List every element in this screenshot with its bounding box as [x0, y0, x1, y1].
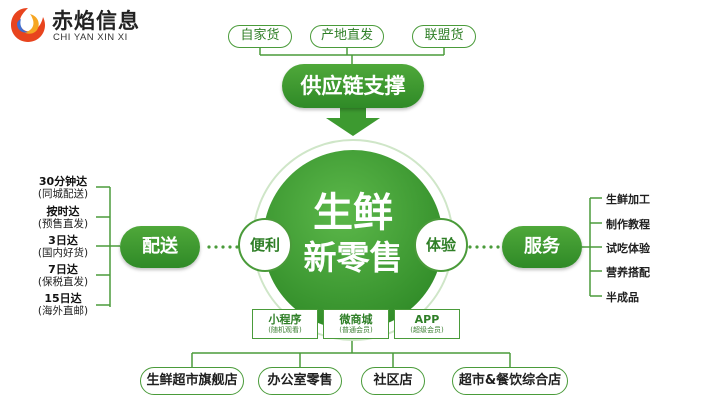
delivery-item-main: 30分钟达 [38, 175, 88, 188]
source-own-goods: 自家货 [228, 25, 292, 48]
service-item: 试吃体验 [606, 242, 650, 255]
delivery-item-main: 15日达 [44, 292, 82, 305]
channel-mini-program: 小程序 (随机观看) [252, 309, 318, 339]
source-alliance-goods: 联盟货 [412, 25, 476, 48]
channel-title: 小程序 [268, 313, 302, 326]
delivery-item-sub: (海外直邮) [37, 305, 89, 317]
store-supermarket-dining: 超市&餐饮综合店 [452, 367, 568, 395]
store-flagship: 生鲜超市旗舰店 [140, 367, 244, 395]
service-item: 生鲜加工 [606, 193, 650, 206]
delivery-item-main: 按时达 [46, 205, 80, 218]
delivery-item-sub: (国内好货) [37, 247, 89, 259]
channel-sub: (随机观看) [268, 326, 302, 334]
center-title-line1: 生鲜 [313, 190, 393, 236]
channel-sub: (普通会员) [339, 326, 373, 334]
channel-title: 微商城 [339, 313, 373, 326]
delivery-hub: 配送 [120, 226, 200, 268]
convenience-circle: 便利 [238, 218, 292, 272]
delivery-item-main: 7日达 [48, 263, 78, 276]
logo-subtitle: CHI YAN XIN XI [53, 32, 128, 43]
service-item: 营养搭配 [606, 266, 650, 279]
delivery-item-sub: (保税直发) [37, 276, 89, 288]
flame-logo-icon [8, 5, 48, 45]
logo-name: 赤焰信息 [52, 9, 140, 33]
delivery-item-sub: (预售直发) [37, 218, 89, 230]
store-community: 社区店 [361, 367, 425, 395]
delivery-item-main: 3日达 [48, 234, 78, 247]
experience-circle: 体验 [414, 218, 468, 272]
service-hub: 服务 [502, 226, 582, 268]
channel-app: APP (超级会员) [394, 309, 460, 339]
channel-micro-mall: 微商城 (普通会员) [323, 309, 389, 339]
channel-sub: (超级会员) [410, 326, 444, 334]
delivery-item-sub: (同城配送) [37, 188, 89, 200]
source-origin-direct: 产地直发 [310, 25, 384, 48]
service-item: 制作教程 [606, 218, 650, 231]
store-office-retail: 办公室零售 [258, 367, 342, 395]
center-title-line2: 新零售 [303, 238, 403, 277]
supply-chain-title: 供应链支撑 [282, 64, 424, 108]
channel-title: APP [414, 313, 440, 326]
down-arrow-icon [326, 108, 380, 136]
service-item: 半成品 [606, 291, 639, 304]
